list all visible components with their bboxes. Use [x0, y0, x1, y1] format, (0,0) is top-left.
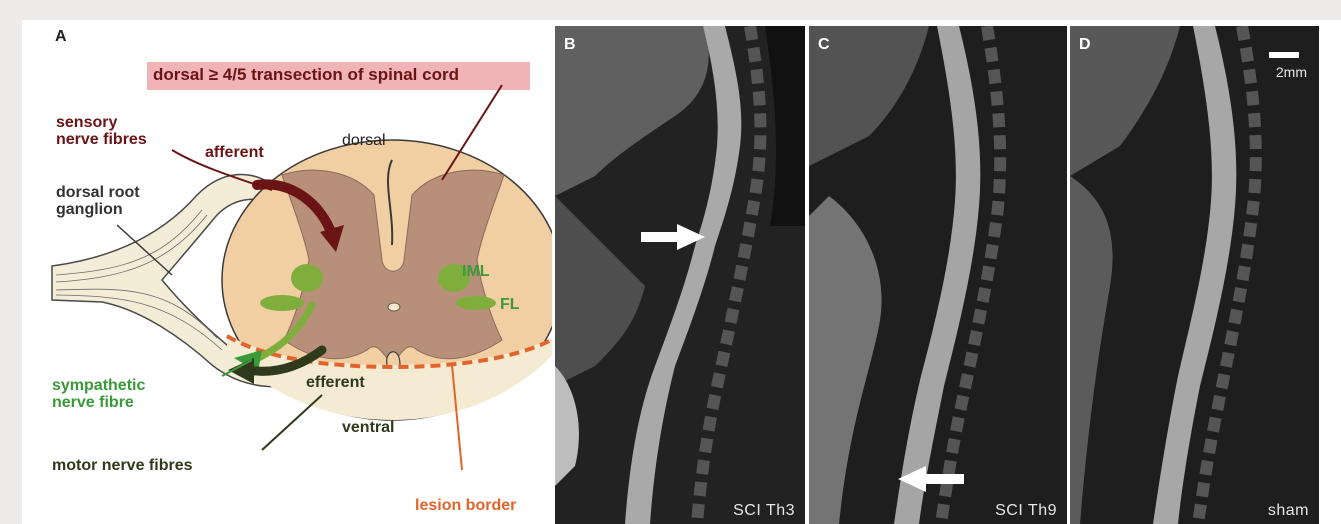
iml-label: IML [462, 264, 490, 281]
motor-pointer [262, 395, 322, 450]
mri-image-b [555, 26, 805, 524]
efferent-label: efferent [306, 375, 365, 392]
dorsal-label: dorsal [342, 133, 386, 150]
sensory-label: sensory nerve fibres [56, 115, 147, 149]
fl-nucleus-left [260, 295, 304, 311]
caption-c: SCI Th9 [995, 502, 1057, 520]
panel-letter-d: D [1079, 36, 1091, 54]
panel-letter-a: A [55, 28, 67, 46]
mri-image-c [809, 26, 1067, 524]
sympathetic-label: sympathetic nerve fibre [52, 378, 145, 412]
lesion-label: lesion border [415, 498, 516, 515]
panel-b-mri: B SCI Th3 [555, 26, 805, 524]
drg-label: dorsal root ganglion [56, 185, 140, 219]
scale-bar [1269, 52, 1299, 58]
panel-letter-c: C [818, 36, 830, 54]
ventral-label: ventral [342, 420, 394, 437]
fl-label: FL [500, 297, 520, 314]
fl-nucleus-right [456, 296, 496, 310]
caption-b: SCI Th3 [733, 502, 795, 520]
figure: A dorsal ≥ 4/5 transection of spinal cor… [22, 20, 1341, 524]
panel-a-diagram: A dorsal ≥ 4/5 transection of spinal cor… [22, 20, 552, 524]
motor-label: motor nerve fibres [52, 458, 192, 475]
lesion-arrow-c-shaft [922, 474, 964, 484]
mri-image-d [1070, 26, 1319, 524]
panel-letter-b: B [564, 36, 576, 54]
lesion-arrow-b-shaft [641, 232, 681, 242]
transection-title: dorsal ≥ 4/5 transection of spinal cord [153, 66, 459, 84]
panel-d-mri: D 2mm sham [1070, 26, 1319, 524]
scale-bar-label: 2mm [1276, 64, 1307, 80]
central-canal [388, 303, 400, 311]
panel-c-mri: C SCI Th9 [809, 26, 1067, 524]
iml-nucleus-left [291, 264, 323, 292]
caption-d: sham [1268, 502, 1309, 520]
afferent-label: afferent [205, 145, 264, 162]
